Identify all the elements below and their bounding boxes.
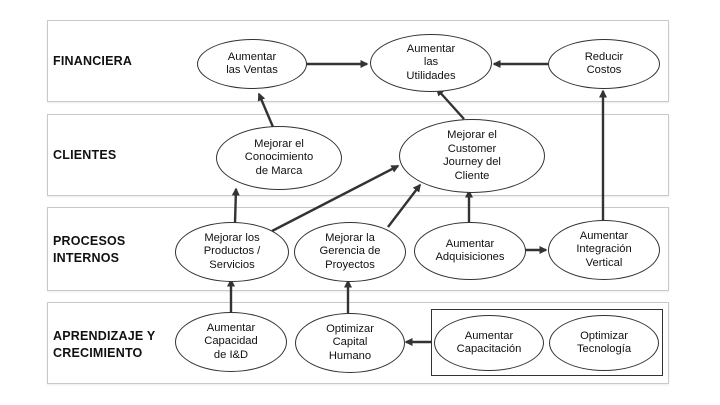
node-capacidad-id: Aumentar Capacidad de I&D [175,312,287,372]
node-tecnologia: Optimizar Tecnología [549,315,659,371]
arrow-journey-to-utilidades [435,87,465,120]
label-clientes: CLIENTES [53,148,117,162]
arrow-marca-to-ventas [257,92,275,128]
node-gerencia-proyectos: Mejorar la Gerencia de Proyectos [294,222,406,282]
node-capacitacion: Aumentar Capacitación [434,315,544,371]
arrow-gerencia-to-journey [387,183,421,228]
label-aprendizaje-crecimiento: APRENDIZAJE Y CRECIMIENTO [53,329,156,360]
node-productos-servicios: Mejorar los Productos / Servicios [175,222,289,282]
node-reducir-costos: Reducir Costos [548,39,660,89]
arrow-productos-to-marca [231,187,240,224]
node-capital-humano: Optimizar Capital Humano [295,313,405,373]
node-customer-journey: Mejorar el Customer Journey del Cliente [399,119,545,193]
grouped-objectives-box [431,309,663,376]
node-aumentar-ventas: Aumentar las Ventas [197,39,307,89]
node-aumentar-utilidades: Aumentar las Utilidades [370,34,492,92]
node-integracion-vertical: Aumentar Integración Vertical [548,220,660,280]
node-adquisiciones: Aumentar Adquisiciones [414,222,526,280]
label-financiera: FINANCIERA [53,54,133,68]
band-clientes [47,114,669,196]
node-conocimiento-marca: Mejorar el Conocimiento de Marca [216,126,342,190]
label-procesos-internos: PROCESOS INTERNOS [53,234,126,265]
arrow-productos-to-journey [271,164,400,233]
